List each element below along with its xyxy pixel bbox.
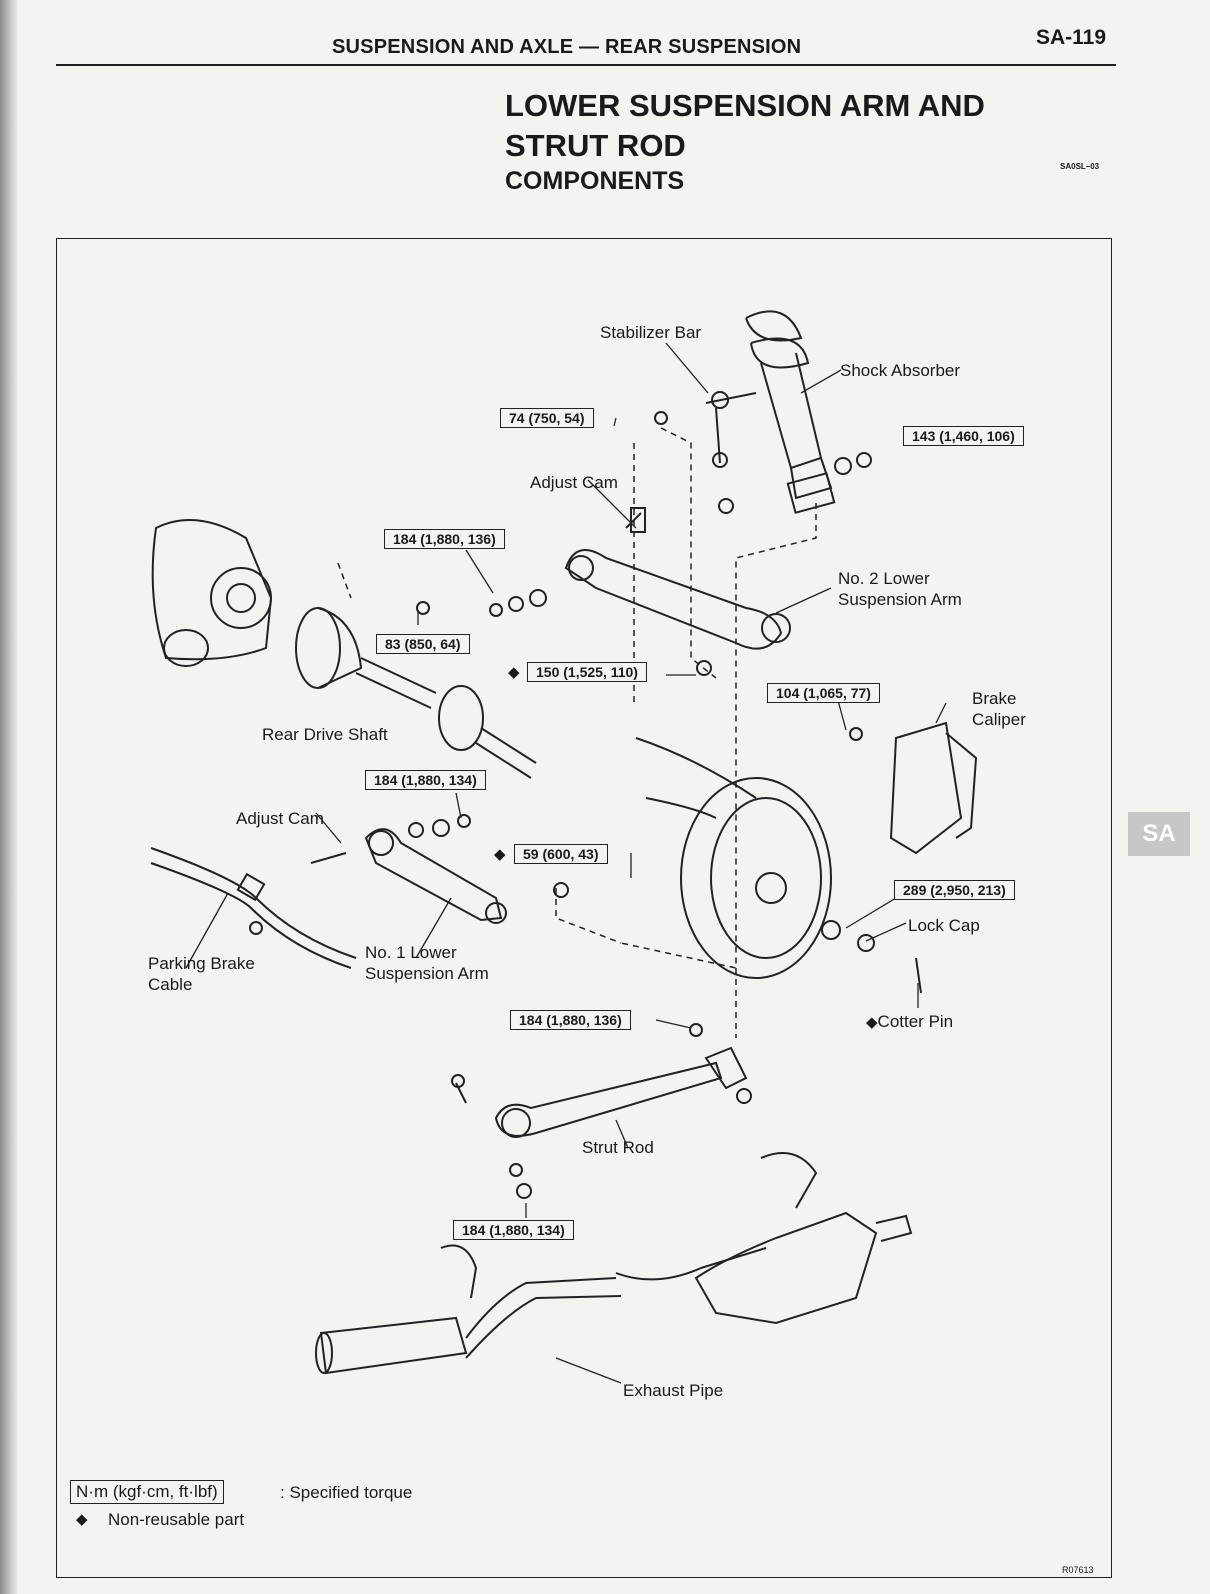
nonreusable-mark-no1-nut: ◆ — [494, 846, 506, 863]
nonreusable-mark-no2-nut: ◆ — [508, 664, 520, 681]
torque-drive-shaft-bolt: 83 (850, 64) — [376, 634, 470, 654]
label-no2-lower-suspension-arm: No. 2 Lower Suspension Arm — [838, 568, 962, 610]
alignment-lines — [337, 427, 817, 1038]
hardware-nuts-bolts — [249, 411, 922, 1199]
torque-strut-inner-nut: 184 (1,880, 134) — [453, 1220, 574, 1240]
header-rule — [56, 64, 1116, 66]
label-shock-absorber: Shock Absorber — [840, 361, 961, 380]
axle-carrier-disc — [635, 737, 832, 979]
label-adjust-cam-bottom: Adjust Cam — [236, 809, 324, 828]
label-lock-cap: Lock Cap — [908, 916, 980, 935]
legend-torque-unit: N·m (kgf·cm, ft·lbf) — [70, 1480, 224, 1504]
label-exhaust-pipe: Exhaust Pipe — [623, 1381, 724, 1400]
label-no1-lower-suspension-arm: No. 1 Lower Suspension Arm — [365, 942, 489, 984]
torque-stabilizer-nut: 74 (750, 54) — [500, 408, 594, 428]
label-brake-line2: Caliper — [972, 710, 1026, 729]
label-cotter-pin: ◆Cotter Pin — [866, 1011, 953, 1033]
label-brake-line1: Brake — [972, 689, 1017, 708]
label-no2-line2: Suspension Arm — [838, 590, 962, 609]
label-parking-brake-cable: Parking Brake Cable — [148, 953, 255, 995]
label-adjust-cam-top: Adjust Cam — [530, 473, 618, 492]
label-no1-line2: Suspension Arm — [365, 964, 489, 983]
section-tab[interactable]: SA — [1128, 812, 1190, 856]
torque-strut-outer-bolt: 184 (1,880, 136) — [510, 1010, 631, 1030]
rear-drive-shaft — [295, 607, 537, 779]
strut-rod-drawing — [455, 1046, 748, 1138]
parking-brake-cable — [150, 847, 357, 969]
no2-lower-arm — [564, 507, 791, 650]
torque-caliper-bolt: 104 (1,065, 77) — [767, 683, 880, 703]
page-subtitle: COMPONENTS — [505, 167, 685, 195]
page-binding-shadow — [0, 0, 18, 1594]
figure-code: SA0SL–03 — [1060, 162, 1100, 171]
section-header: SUSPENSION AND AXLE — REAR SUSPENSION — [332, 36, 802, 58]
label-parking-line2: Cable — [148, 975, 193, 994]
brake-caliper-drawing — [889, 721, 978, 855]
nonreusable-mark: ◆ — [866, 1014, 878, 1031]
label-cotter-pin-text: Cotter Pin — [877, 1012, 954, 1031]
label-strut-rod: Strut Rod — [582, 1138, 654, 1157]
legend-nonreusable-mark: ◆ — [76, 1511, 88, 1528]
differential-housing — [151, 519, 273, 667]
diagram-frame — [56, 238, 1112, 1578]
leader-lines — [185, 342, 947, 1384]
stabilizer-link — [705, 391, 757, 468]
exhaust-pipe-drawing — [315, 1152, 913, 1375]
label-brake-caliper: Brake Caliper — [972, 688, 1026, 730]
label-rear-drive-shaft: Rear Drive Shaft — [262, 725, 388, 744]
page-number: SA-119 — [1036, 26, 1107, 49]
torque-shock-bolt: 143 (1,460, 106) — [903, 426, 1024, 446]
label-no1-line1: No. 1 Lower — [365, 943, 457, 962]
torque-no1-outer-nut: 59 (600, 43) — [514, 844, 608, 864]
label-parking-line1: Parking Brake — [148, 954, 255, 973]
label-no2-line1: No. 2 Lower — [838, 569, 930, 588]
figure-reference-code: R07613 — [1062, 1565, 1094, 1575]
page-title: LOWER SUSPENSION ARM AND STRUT ROD — [505, 86, 985, 166]
no1-lower-arm — [310, 828, 507, 924]
legend-nonreusable-desc: Non-reusable part — [108, 1510, 245, 1529]
components-diagram — [150, 310, 978, 1384]
label-stabilizer-bar: Stabilizer Bar — [600, 323, 702, 342]
torque-no2-outer-nut: 150 (1,525, 110) — [527, 662, 647, 682]
torque-no1-inner-nut: 184 (1,880, 134) — [365, 770, 486, 790]
legend-torque-desc: : Specified torque — [280, 1483, 413, 1502]
title-line-2: STRUT ROD — [505, 128, 686, 163]
torque-no2-arm-nut: 184 (1,880, 136) — [384, 529, 505, 549]
torque-hub-nut: 289 (2,950, 213) — [894, 880, 1015, 900]
shock-absorber-drawing — [745, 310, 836, 514]
title-line-1: LOWER SUSPENSION ARM AND — [505, 88, 985, 123]
